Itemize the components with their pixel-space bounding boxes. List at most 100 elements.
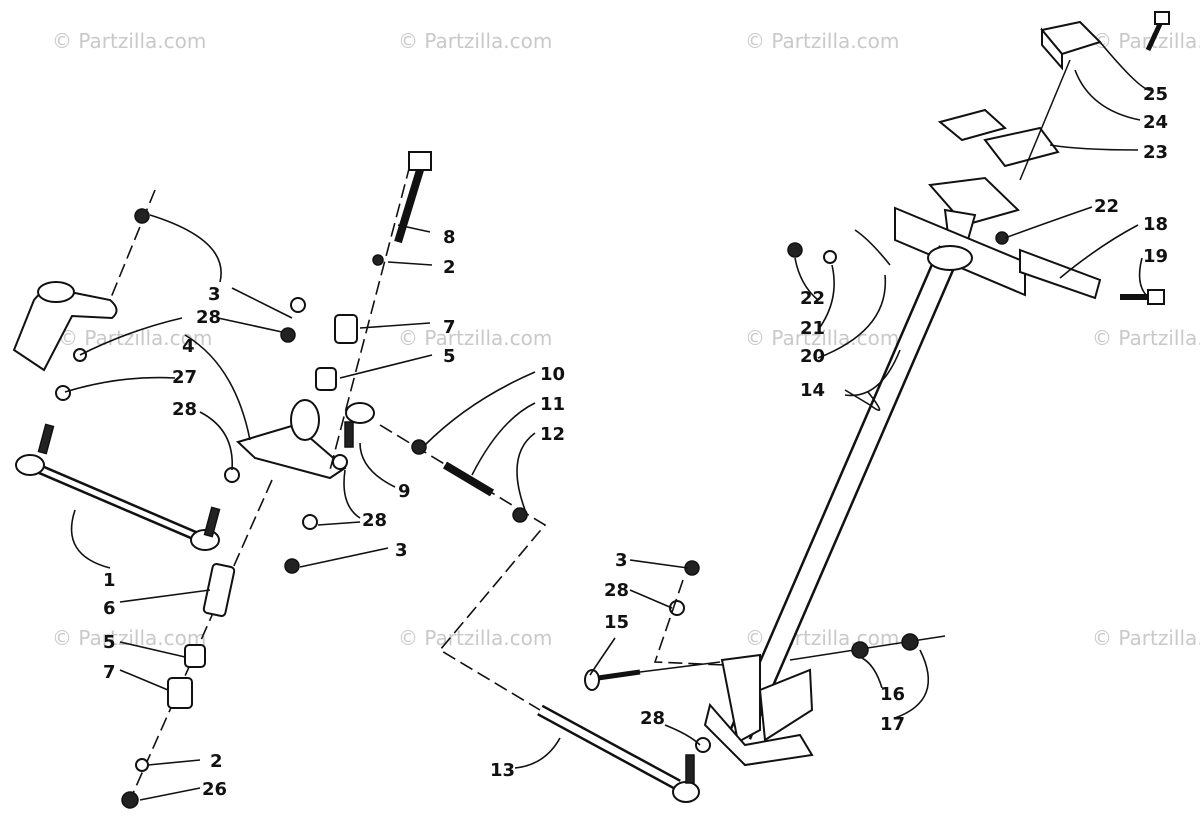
washer-21: [823, 250, 837, 264]
callout-22: 22: [1094, 196, 1119, 217]
tie-rod-end-13: [672, 781, 700, 803]
bushing-5-lower: [184, 644, 206, 668]
cotter-pin-20: [854, 229, 891, 266]
nut-17: [901, 633, 919, 651]
bracket-18: [1019, 248, 1102, 300]
column-bushing: [927, 245, 973, 271]
callout-2: 2: [443, 257, 456, 278]
leader-lines: [64, 69, 1149, 801]
column-lower-bracket: [758, 668, 814, 742]
callout-8: 8: [443, 227, 456, 248]
stud-right: [203, 506, 221, 538]
washer-28-plate: [332, 454, 348, 470]
callout-9: 9: [398, 481, 411, 502]
spindle-boss: [37, 281, 75, 303]
watermark: © Partzilla.com: [52, 29, 206, 53]
washer-27: [55, 385, 71, 401]
watermark: © Partzilla.com: [745, 326, 899, 350]
callout-27: 27: [172, 367, 197, 388]
shaft-centerline-upper: [329, 164, 411, 471]
nut-3-top: [134, 208, 150, 224]
washer-28-left: [224, 467, 240, 483]
nut-3-lower: [284, 558, 300, 574]
bolt-head-25: [1154, 11, 1170, 25]
callout-24: 24: [1143, 112, 1168, 133]
callout-4: 4: [182, 336, 195, 357]
callout-28: 28: [172, 399, 197, 420]
callout-3: 3: [395, 540, 408, 561]
callout-23: 23: [1143, 142, 1168, 163]
callout-16: 16: [880, 684, 905, 705]
callout-10: 10: [540, 364, 565, 385]
watermark: © Partzilla.com: [1092, 29, 1200, 53]
clamp-block-23a: [937, 108, 1008, 142]
washer-28-column: [669, 600, 685, 616]
callout-5: 5: [103, 632, 116, 653]
watermarks: © Partzilla.com © Partzilla.com © Partzi…: [52, 29, 1200, 650]
pitman-arm-plate: [236, 423, 347, 480]
ball-joint-9: [345, 402, 375, 424]
watermark: © Partzilla.com: [58, 326, 212, 350]
callout-17: 17: [880, 714, 905, 735]
washer-28-lower: [302, 514, 318, 530]
callout-11: 11: [540, 394, 565, 415]
callout-13: 13: [490, 760, 515, 781]
callout-26: 26: [202, 779, 227, 800]
bushing-5: [315, 367, 337, 391]
bearing-7-lower: [167, 677, 193, 709]
callout-7: 7: [443, 317, 456, 338]
callout-20: 20: [800, 346, 825, 367]
callout-12: 12: [540, 424, 565, 445]
left-assembly: [12, 151, 700, 809]
callout-18: 18: [1143, 214, 1168, 235]
callout-15: 15: [604, 612, 629, 633]
nut-26: [121, 791, 139, 809]
callout-28: 28: [196, 307, 221, 328]
callout-14: 14: [800, 380, 825, 401]
callout-28: 28: [604, 580, 629, 601]
nut-22: [787, 242, 803, 258]
tie-rod-end-left: [15, 454, 45, 476]
watermark: © Partzilla.com: [745, 29, 899, 53]
shaft-centerline-lower: [129, 479, 273, 801]
stud-left: [37, 423, 55, 455]
column-centerline: [653, 579, 726, 666]
callout-5: 5: [443, 346, 456, 367]
nut-16: [851, 641, 869, 659]
callout-6: 6: [103, 598, 116, 619]
bushing-4: [290, 399, 320, 441]
nut-upper: [280, 327, 296, 343]
ball-joint-stud: [344, 421, 354, 448]
washer-28-upper: [290, 297, 306, 313]
jam-nut-10: [411, 439, 427, 455]
leader: [70, 509, 111, 569]
callout-3: 3: [208, 284, 221, 305]
clamp-cap-24-side: [1041, 27, 1063, 71]
watermark: © Partzilla.com: [398, 626, 552, 650]
tie-rod-13-stud: [685, 754, 695, 784]
jam-nut-12: [512, 507, 528, 523]
callout-21: 21: [800, 318, 825, 339]
clamp-block-23b: [983, 126, 1060, 168]
sleeve-6: [202, 563, 236, 617]
callout-1: 1: [103, 570, 116, 591]
lock-washer-2-lower: [135, 758, 149, 772]
washer-28-base: [695, 737, 711, 753]
callout-7: 7: [103, 662, 116, 683]
callout-28: 28: [640, 708, 665, 729]
callout-19: 19: [1143, 246, 1168, 267]
centerline: [109, 189, 156, 301]
watermark: © Partzilla.com: [52, 626, 206, 650]
column-base-plate: [703, 702, 814, 767]
callout-25: 25: [1143, 84, 1168, 105]
watermark: © Partzilla.com: [1092, 326, 1200, 350]
link-centerline: [379, 424, 547, 711]
callout-2: 2: [210, 751, 223, 772]
right-assembly: [584, 11, 1170, 767]
watermark: © Partzilla.com: [398, 326, 552, 350]
callout-22: 22: [800, 288, 825, 309]
lock-washer-2: [372, 254, 384, 266]
adjuster-stud-11: [442, 461, 495, 497]
bolt-head-19: [1147, 289, 1165, 305]
callout-labels: 3 28 4 27 28 1 6 5 7 2 26 8 2 7 5 9 28 3…: [103, 84, 1168, 800]
